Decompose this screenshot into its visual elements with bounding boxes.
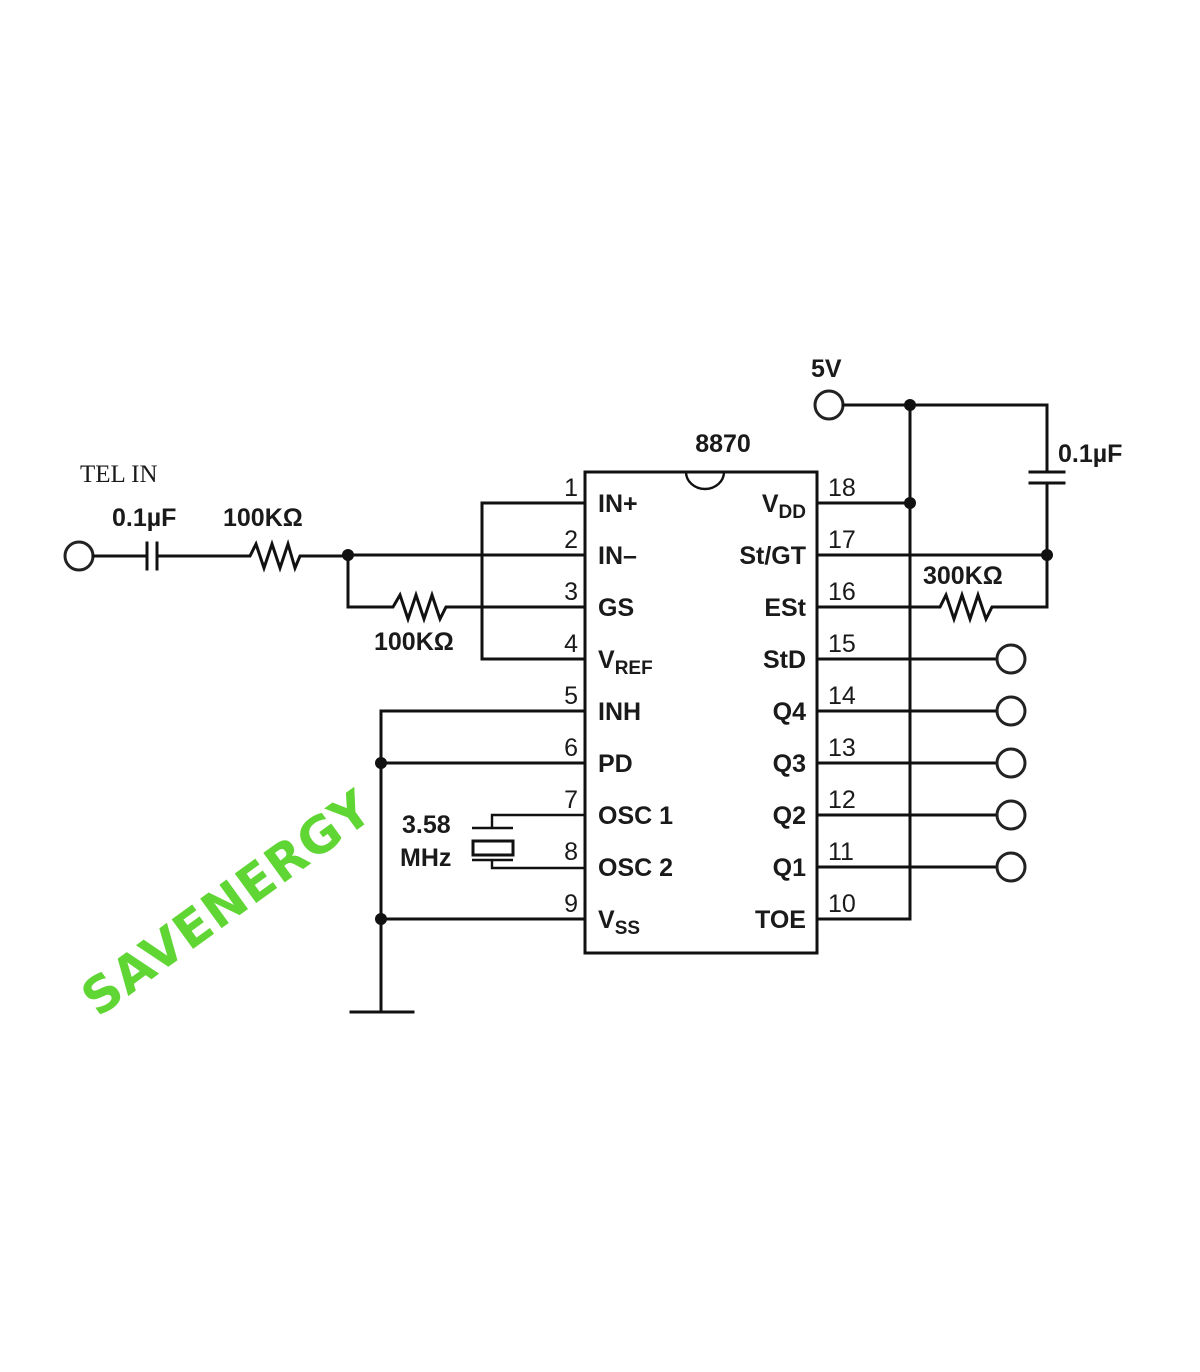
watermark: SAVENERGY: [71, 779, 383, 1028]
pin-number-16: 16: [828, 578, 856, 606]
input-resistor: [241, 538, 350, 573]
pin-label-15: StD: [763, 646, 806, 674]
tel-in-label: TEL IN: [80, 461, 158, 488]
supply-label: 5V: [811, 355, 842, 383]
supply-terminal[interactable]: [813, 389, 845, 421]
junction-pd: [375, 757, 387, 769]
wire-pin1-pin4-loop: [480, 501, 587, 661]
input-cap-label: 0.1µF: [112, 504, 176, 532]
pin-label-4: VREF: [598, 646, 653, 679]
pin-label-8: OSC 2: [598, 854, 673, 882]
st-res-label: 300KΩ: [923, 562, 1003, 590]
pin-number-12: 12: [828, 786, 856, 814]
pin-label-sub-4: REF: [615, 658, 653, 679]
crystal: [471, 839, 515, 857]
ic-notch: [684, 471, 726, 491]
pin-label-6: PD: [598, 750, 633, 778]
input-res-label: 100KΩ: [223, 504, 303, 532]
wire-osc1: [490, 813, 585, 828]
pin-label-1: IN+: [598, 490, 638, 518]
output-terminal-14[interactable]: [995, 695, 1027, 727]
pin-label-13: Q3: [773, 750, 806, 778]
pin-number-1: 1: [564, 474, 578, 502]
pin-number-5: 5: [564, 682, 578, 710]
output-terminal-11[interactable]: [995, 851, 1027, 883]
pin-label-7: OSC 1: [598, 802, 673, 830]
pin-label-9: VSS: [598, 906, 640, 939]
output-terminals: [815, 643, 1027, 883]
pin-number-14: 14: [828, 682, 856, 710]
input-section: TEL IN 0.1µF 100KΩ 100KΩ: [63, 461, 587, 661]
pin-number-13: 13: [828, 734, 856, 762]
pin-number-10: 10: [828, 890, 856, 918]
feedback-resistor: [346, 553, 587, 624]
output-terminal-15[interactable]: [995, 643, 1027, 675]
crystal-section: 3.58 MHz: [400, 811, 585, 872]
pin-number-6: 6: [564, 734, 578, 762]
ic-part-label: 8870: [695, 430, 751, 458]
pin-label-2: IN–: [598, 542, 637, 570]
pin-label-10: TOE: [755, 906, 806, 934]
output-terminal-12[interactable]: [995, 799, 1027, 831]
ground-section: [349, 709, 587, 1014]
pin-label-sub-18: DD: [779, 502, 806, 523]
pin-number-18: 18: [828, 474, 856, 502]
pin-number-11: 11: [828, 838, 854, 866]
pin-number-17: 17: [828, 526, 856, 554]
pin-label-3: GS: [598, 594, 634, 622]
pin-label-sub-9: SS: [615, 918, 640, 939]
supply-cap-label: 0.1µF: [1058, 440, 1122, 468]
pin-label-16: ESt: [764, 594, 806, 622]
junction-vss: [375, 913, 387, 925]
wire-osc2: [490, 860, 585, 870]
supply-capacitor: [1028, 470, 1066, 485]
crystal-unit-label: MHz: [400, 844, 451, 872]
st-resistor: [815, 590, 1049, 624]
crystal-freq-label: 3.58: [402, 811, 451, 839]
pin-number-4: 4: [564, 630, 578, 658]
feedback-res-label: 100KΩ: [374, 628, 454, 656]
pin-label-14: Q4: [773, 698, 806, 726]
output-terminal-13[interactable]: [995, 747, 1027, 779]
pin-label-18: VDD: [762, 490, 806, 523]
pin-label-11: Q1: [773, 854, 806, 882]
pin-number-3: 3: [564, 578, 578, 606]
pin-number-7: 7: [564, 786, 578, 814]
pin-number-8: 8: [564, 838, 578, 866]
pin-number-15: 15: [828, 630, 856, 658]
tel-in-terminal[interactable]: [63, 540, 95, 572]
input-capacitor: [145, 541, 159, 571]
pin-label-17: St/GT: [739, 542, 806, 570]
pin-label-12: Q2: [773, 802, 806, 830]
pin-number-9: 9: [564, 890, 578, 918]
pin-number-2: 2: [564, 526, 578, 554]
pin-label-5: INH: [598, 698, 641, 726]
supply-section: 5V 0.1µF 300KΩ: [811, 355, 1122, 921]
